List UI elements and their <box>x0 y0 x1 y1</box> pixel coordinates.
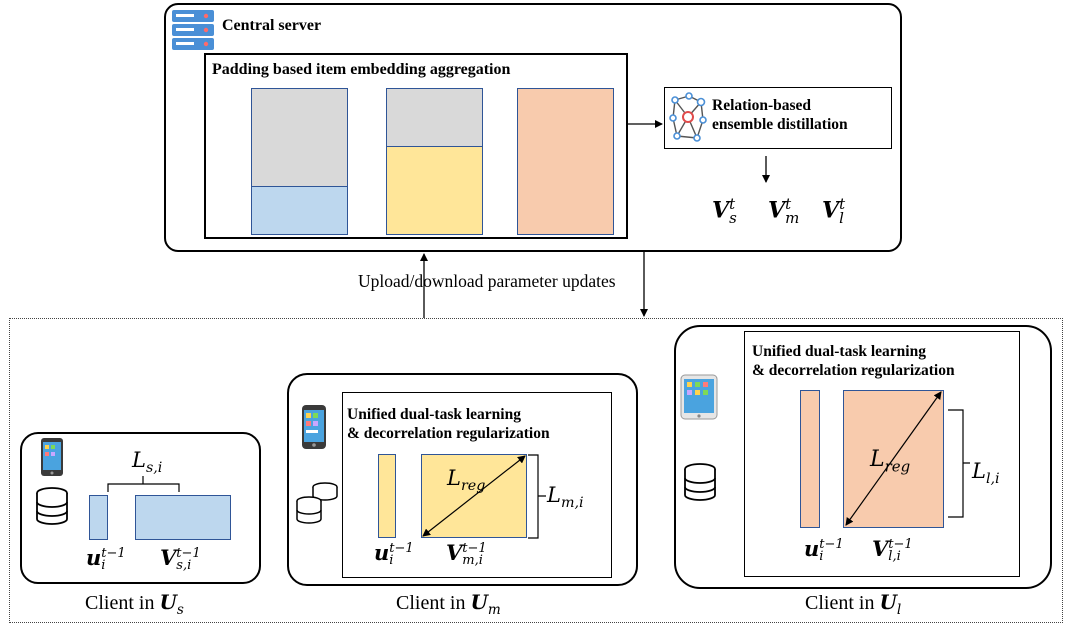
small-item-matrix <box>135 495 231 540</box>
small-loss-bracket <box>107 476 180 492</box>
medium-loss-bracket <box>528 454 546 539</box>
large-loss-sub: l,i <box>985 471 1000 488</box>
medium-embedding-block <box>386 146 483 235</box>
large-loss-label: Ll,i <box>972 459 1000 487</box>
medium-user-sub: i <box>389 552 394 568</box>
medium-item-sup: t−1 <box>462 540 487 556</box>
small-padding-block <box>251 88 348 187</box>
aggregation-title: Padding based item embedding aggregation <box>212 61 511 78</box>
medium-user-vector <box>378 454 396 538</box>
upload-download-label: Upload/download parameter updates <box>358 271 616 291</box>
large-reg-arrow <box>845 391 942 526</box>
small-user-base: u <box>86 545 102 570</box>
small-user-vector <box>89 495 108 540</box>
output-small-sub: s <box>729 208 737 227</box>
server-output-large: Vtl <box>822 195 846 227</box>
output-large-sub: l <box>839 208 844 227</box>
client-medium-caption-text: Client in <box>396 592 466 614</box>
medium-item-sub: m,i <box>462 552 483 568</box>
large-user-base: u <box>804 536 820 561</box>
small-embedding-block <box>251 186 348 235</box>
small-loss-label: Ls,i <box>132 448 162 476</box>
medium-task-line2: & decorrelation regularization <box>347 425 550 442</box>
client-small-caption-sub: s <box>176 602 184 618</box>
large-task-label: Unified dual-task learning & decorrelati… <box>752 342 955 380</box>
client-large-caption-text: Client in <box>805 592 875 614</box>
medium-loss-sub: m,i <box>560 495 584 512</box>
server-output-small: Vts <box>712 195 737 227</box>
phone-icon <box>40 437 64 477</box>
large-item-base: V <box>872 536 889 561</box>
large-item-sup: t−1 <box>888 536 913 552</box>
phone-icon <box>301 404 327 450</box>
medium-task-label: Unified dual-task learning & decorrelati… <box>347 405 550 443</box>
database-icon <box>682 462 718 502</box>
small-loss-sub: s,i <box>145 460 163 477</box>
large-task-line2: & decorrelation regularization <box>752 362 955 379</box>
client-large-caption-sym: U <box>879 590 897 614</box>
tablet-icon <box>680 374 718 420</box>
output-small-base: V <box>712 197 730 224</box>
client-small-caption: Client in Us <box>85 590 184 618</box>
output-medium-sub: m <box>785 208 800 227</box>
database-icon <box>294 480 340 526</box>
client-medium-caption: Client in Um <box>396 590 501 618</box>
medium-item-base: V <box>446 540 463 565</box>
large-loss-base: L <box>972 459 986 483</box>
client-region <box>9 318 1063 623</box>
distillation-label: Relation-based ensemble distillation <box>712 96 848 134</box>
client-small-caption-text: Client in <box>85 592 155 614</box>
large-loss-bracket <box>948 409 970 518</box>
small-user-sup: t−1 <box>101 545 126 561</box>
distillation-label-line1: Relation-based <box>712 97 812 114</box>
client-small-caption-sym: U <box>159 590 177 614</box>
small-item-sub: s,i <box>176 557 192 573</box>
large-task-line1: Unified dual-task learning <box>752 343 926 360</box>
server-icon <box>170 8 216 52</box>
small-item-sup: t−1 <box>176 545 201 561</box>
medium-loss-base: L <box>547 483 561 507</box>
output-medium-base: V <box>768 197 786 224</box>
output-large-base: V <box>822 197 840 224</box>
client-large-caption: Client in Ul <box>805 590 901 618</box>
small-loss-base: L <box>132 448 146 472</box>
small-user-sub: i <box>101 557 106 573</box>
server-output-medium: Vtm <box>768 195 799 227</box>
medium-task-line1: Unified dual-task learning <box>347 406 521 423</box>
large-user-sup: t−1 <box>819 536 844 552</box>
large-user-vector <box>800 390 820 528</box>
output-small-sup: t <box>729 195 736 213</box>
database-icon <box>34 486 70 526</box>
large-item-sub: l,i <box>888 548 901 564</box>
medium-user-base: u <box>374 540 390 565</box>
client-medium-caption-sym: U <box>470 590 488 614</box>
medium-loss-label: Lm,i <box>547 483 584 511</box>
medium-user-sup: t−1 <box>389 540 414 556</box>
output-large-sup: t <box>839 195 846 213</box>
client-medium-caption-sub: m <box>487 602 501 618</box>
server-title: Central server <box>222 17 322 34</box>
output-medium-sup: t <box>785 195 792 213</box>
large-user-sub: i <box>819 548 824 564</box>
distillation-label-line2: ensemble distillation <box>712 116 848 133</box>
medium-padding-block <box>386 88 483 147</box>
client-large-caption-sub: l <box>896 602 902 618</box>
large-embedding-block <box>517 88 614 235</box>
network-icon <box>667 90 709 146</box>
medium-reg-arrow <box>422 455 526 537</box>
small-item-base: V <box>160 545 177 570</box>
